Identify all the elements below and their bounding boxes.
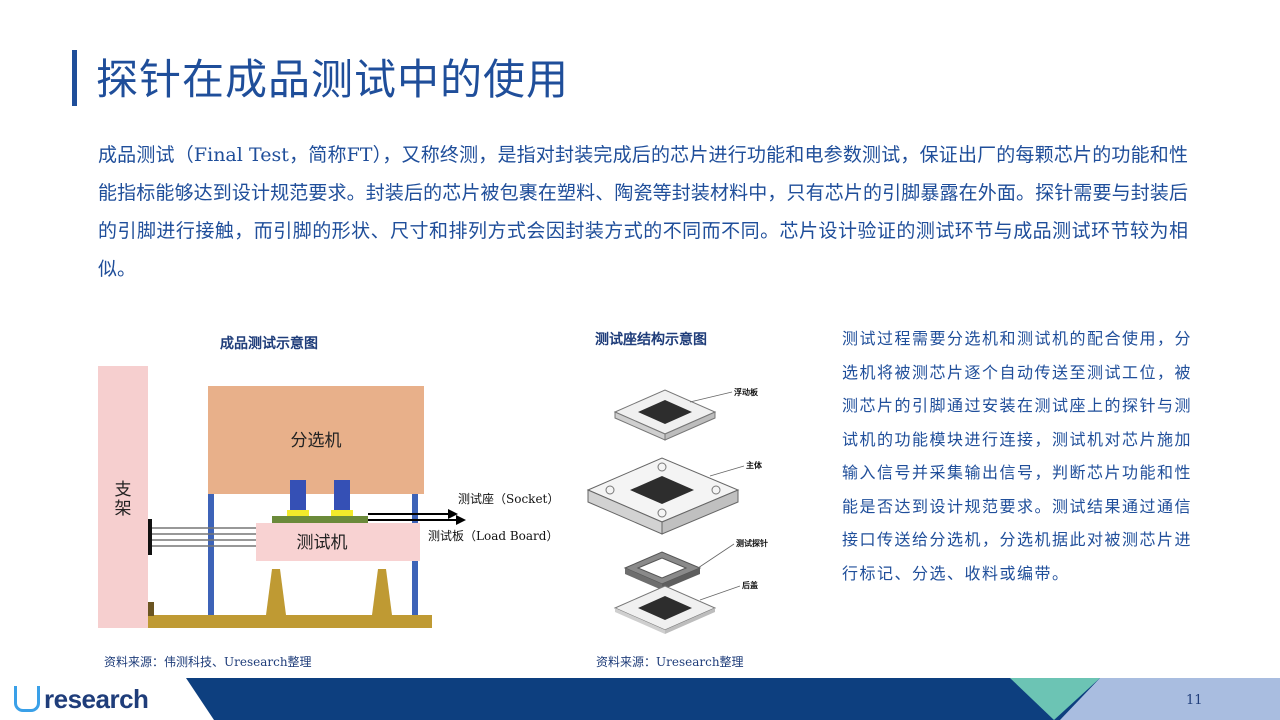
footer-band: [186, 678, 1280, 720]
back-cover: [613, 585, 717, 634]
title-accent-bar: [72, 50, 77, 106]
tester-box: [256, 523, 420, 561]
chip-2: [331, 510, 353, 516]
pusher-1: [290, 480, 306, 510]
tester-foot-left: [266, 569, 286, 615]
socket: [272, 516, 368, 523]
logo-u-icon: [14, 686, 40, 712]
cable-bracket: [148, 519, 152, 555]
probe-pin-array: [623, 551, 702, 590]
side-description: 测试过程需要分选机和测试机的配合使用，分选机将被测芯片逐个自动传送至测试工位，被…: [842, 329, 1193, 583]
intro-paragraph: 成品测试（Final Test，简称FT），又称终测，是指对封装完成后的芯片进行…: [98, 144, 1188, 280]
loadboard-arrowhead: [456, 515, 466, 525]
label-floating-plate: 浮动板: [734, 387, 759, 397]
footer-navy-band: [186, 678, 1280, 720]
socket-label: 测试座（Socket）: [458, 491, 559, 506]
socket-arrowhead: [448, 509, 458, 519]
tester-label: 测试机: [297, 533, 348, 553]
handler-label: 分选机: [291, 431, 342, 451]
stand-label-2: 架: [115, 499, 132, 519]
label-back-cover: 后盖: [742, 580, 758, 590]
figure1-source: 资料来源：伟测科技、Uresearch整理: [104, 655, 312, 669]
stand: [98, 366, 148, 628]
handler-leg-left: [208, 494, 214, 615]
page-title: 探针在成品测试中的使用: [96, 55, 570, 104]
logo-text: research: [44, 683, 149, 714]
figure2-source: 资料来源：Uresearch整理: [596, 655, 744, 669]
footer-light-panel: [1060, 678, 1280, 720]
socket-structure-diagram: 浮动板 主体 测试探针 后盖: [586, 387, 768, 634]
stand-label-1: 支: [115, 480, 132, 500]
base-left-edge: [148, 602, 154, 616]
tester-foot-right: [372, 569, 392, 615]
pusher-2: [334, 480, 350, 510]
chip-1: [287, 510, 309, 516]
label-probe-pins: 测试探针: [736, 538, 768, 548]
uresearch-logo: research: [14, 683, 149, 715]
socket-body: [586, 457, 740, 535]
figure1-title: 成品测试示意图: [220, 336, 318, 352]
final-test-diagram: 支 架 分选机 测试机 测试座（Socket） 测试板（Load Board）: [98, 366, 559, 628]
figure2-title: 测试座结构示意图: [595, 332, 707, 348]
handler-box: [208, 386, 424, 494]
loadboard-label: 测试板（Load Board）: [428, 528, 558, 543]
base-plate: [148, 615, 432, 628]
footer-teal-triangle: [1010, 678, 1100, 720]
floating-plate: [613, 389, 717, 441]
page-number: 11: [1186, 693, 1203, 708]
label-socket-body: 主体: [746, 460, 763, 470]
